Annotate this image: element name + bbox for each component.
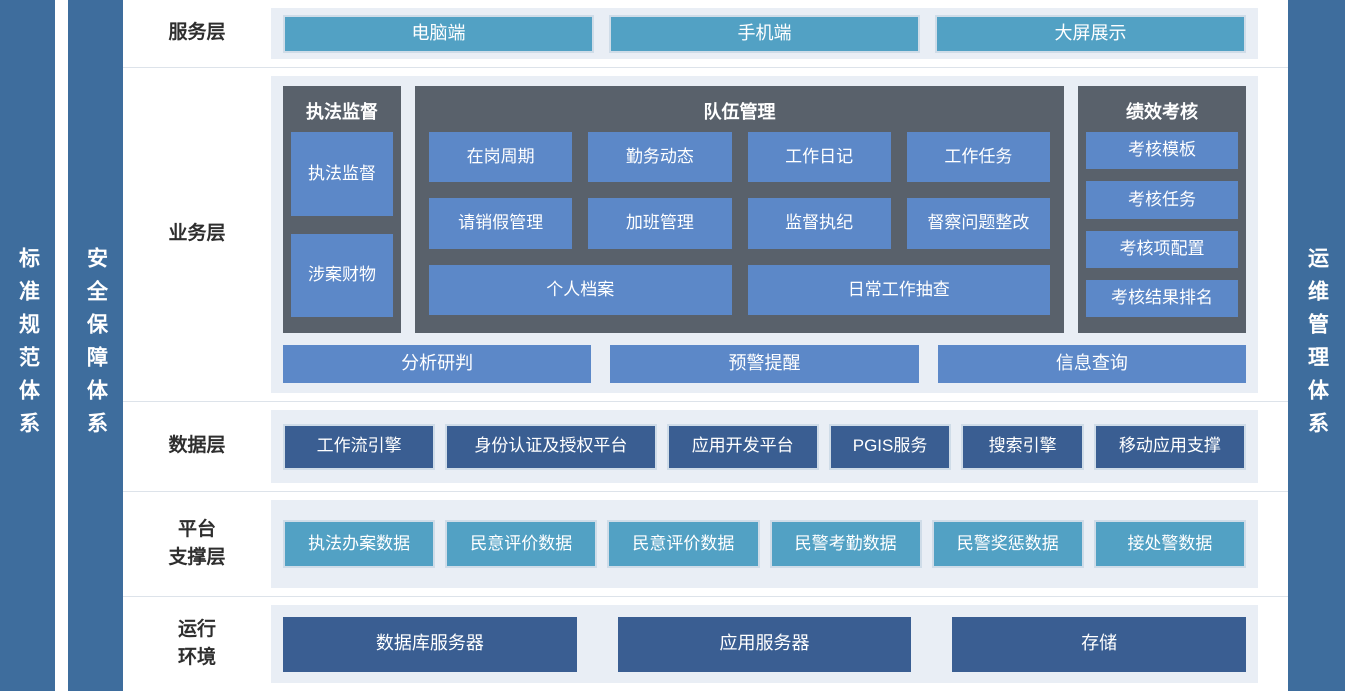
platform-layer-panel: 执法办案数据 民意评价数据 民意评价数据 民警考勤数据 民警奖惩数据 接处警数据: [271, 500, 1258, 588]
sidebar-standards-label: 标准规范体系: [16, 246, 40, 445]
block-personal-archive: 个人档案: [429, 264, 732, 315]
block-seized-property: 涉案财物: [291, 233, 393, 317]
sidebar-operations-label: 运维管理体系: [1305, 246, 1329, 445]
block-bigscreen-display: 大屏展示: [935, 14, 1246, 53]
block-law-case-data: 执法办案数据: [283, 520, 436, 568]
layer-label-runtime-line1: 运行: [177, 618, 216, 640]
block-overtime-management: 加班管理: [588, 198, 732, 249]
layer-label-runtime-line2: 环境: [177, 647, 216, 668]
block-work-task: 工作任务: [906, 132, 1050, 183]
block-pc-client: 电脑端: [283, 14, 594, 53]
block-public-opinion-data-2: 民意评价数据: [607, 520, 760, 568]
layer-label-platform-text: 平台 支撑层: [168, 516, 225, 573]
group-law-supervision: 执法监督 执法监督 涉案财物: [283, 86, 401, 333]
block-assessment-item-config: 考核项配置: [1086, 230, 1238, 268]
row-data-layer: 数据层 工作流引擎 身份认证及授权平台 应用开发平台 PGIS服务 搜索引擎 移…: [123, 402, 1288, 492]
group-team-management-body: 在岗周期 勤务动态 工作日记 工作任务 请销假管理 加班管理 监督执纪 督察问题…: [423, 128, 1056, 325]
block-duty-cycle: 在岗周期: [429, 132, 573, 183]
layer-label-platform-line1: 平台: [177, 518, 216, 540]
sidebar-standards: 标准规范体系: [0, 0, 55, 691]
block-police-attendance-data: 民警考勤数据: [769, 520, 922, 568]
group-performance-body: 考核模板 考核任务 考核项配置 考核结果排名: [1086, 128, 1238, 325]
group-team-management: 队伍管理 在岗周期 勤务动态 工作日记 工作任务 请销假管理 加班管理 监督执纪…: [415, 86, 1064, 333]
block-police-reward-punishment-data: 民警奖惩数据: [931, 520, 1084, 568]
block-database-server: 数据库服务器: [283, 616, 577, 672]
block-work-diary: 工作日记: [747, 132, 891, 183]
block-app-server: 应用服务器: [617, 616, 912, 672]
block-assessment-task: 考核任务: [1086, 181, 1238, 219]
layer-label-runtime-text: 运行 环境: [178, 616, 216, 673]
sidebar-security: 安全保障体系: [68, 0, 123, 691]
block-leave-management: 请销假管理: [429, 198, 573, 249]
block-mobile-app-support: 移动应用支撑: [1093, 423, 1247, 470]
row-business-layer: 业务层 执法监督 执法监督 涉案财物 队伍管理 在岗周期 勤: [123, 68, 1288, 402]
layer-label-platform: 平台 支撑层: [123, 492, 271, 596]
block-info-query: 信息查询: [937, 345, 1246, 383]
data-layer-panel: 工作流引擎 身份认证及授权平台 应用开发平台 PGIS服务 搜索引擎 移动应用支…: [271, 410, 1258, 483]
row-runtime-layer: 运行 环境 数据库服务器 应用服务器 存储: [123, 597, 1288, 691]
block-assessment-template: 考核模板: [1086, 132, 1238, 170]
block-law-supervision: 执法监督: [291, 132, 393, 216]
block-daily-work-spotcheck: 日常工作抽查: [747, 264, 1050, 315]
sidebar-gap: [55, 0, 68, 691]
block-analysis-research: 分析研判: [283, 345, 592, 383]
runtime-layer-panel: 数据库服务器 应用服务器 存储: [271, 605, 1258, 683]
block-pgis-service: PGIS服务: [828, 423, 952, 470]
sidebar-operations: 运维管理体系: [1288, 0, 1345, 691]
service-layer-panel: 电脑端 手机端 大屏展示: [271, 8, 1258, 59]
layer-label-platform-line2: 支撑层: [168, 547, 226, 568]
block-inspection-rectification: 督察问题整改: [906, 198, 1050, 249]
layer-label-runtime: 运行 环境: [123, 597, 271, 691]
block-app-dev-platform: 应用开发平台: [666, 423, 819, 470]
group-title-law-supervision: 执法监督: [306, 102, 378, 122]
block-duty-dynamics: 勤务动态: [588, 132, 732, 183]
group-performance-assessment: 绩效考核 考核模板 考核任务 考核项配置 考核结果排名: [1078, 86, 1246, 333]
block-storage: 存储: [952, 616, 1246, 672]
row-platform-layer: 平台 支撑层 执法办案数据 民意评价数据 民意评价数据 民警考勤数据 民警奖惩数…: [123, 492, 1288, 597]
block-search-engine: 搜索引擎: [961, 423, 1084, 470]
layer-label-service: 服务层: [168, 22, 226, 44]
business-bottom-row: 分析研判 预警提醒 信息查询: [283, 345, 1246, 383]
block-incident-response-data: 接处警数据: [1093, 520, 1247, 568]
block-discipline-supervision: 监督执纪: [747, 198, 891, 249]
layers-stack: 服务层 电脑端 手机端 大屏展示 业务层 执法监督 执法监督 涉案财物: [123, 0, 1288, 691]
block-identity-auth-platform: 身份认证及授权平台: [445, 423, 657, 470]
block-workflow-engine: 工作流引擎: [283, 423, 436, 470]
business-layer-panel: 执法监督 执法监督 涉案财物 队伍管理 在岗周期 勤务动态 工作日记 工作任务: [271, 76, 1258, 393]
row-service-layer: 服务层 电脑端 手机端 大屏展示: [123, 0, 1288, 68]
block-warning-reminder: 预警提醒: [610, 345, 919, 383]
block-public-opinion-data-1: 民意评价数据: [445, 520, 598, 568]
group-title-team-management: 队伍管理: [703, 102, 776, 122]
layer-label-data: 数据层: [168, 435, 226, 457]
sidebar-security-label: 安全保障体系: [84, 246, 108, 445]
business-groups: 执法监督 执法监督 涉案财物 队伍管理 在岗周期 勤务动态 工作日记 工作任务: [283, 86, 1246, 333]
group-title-performance: 绩效考核: [1126, 102, 1198, 122]
block-assessment-ranking: 考核结果排名: [1086, 279, 1238, 317]
block-mobile-client: 手机端: [609, 14, 920, 53]
layer-label-business: 业务层: [168, 223, 226, 245]
group-law-supervision-body: 执法监督 涉案财物: [291, 128, 393, 325]
